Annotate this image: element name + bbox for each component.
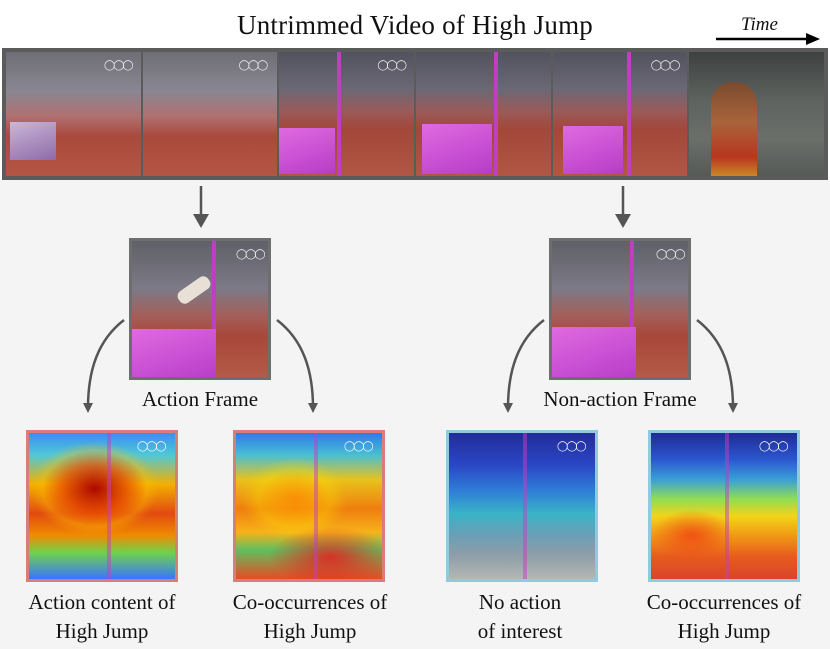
video-filmstrip: ◯◯◯ ◯◯◯ ◯◯◯ ◯◯◯ (2, 48, 828, 180)
arrow-to-action-content (83, 319, 125, 413)
high-jump-pole (212, 241, 216, 377)
action-frame-image: ◯◯◯ (129, 238, 271, 380)
landing-mat (422, 124, 493, 174)
video-frame-6 (689, 52, 825, 176)
caption-cooccurrence-action: Co-occurrences of High Jump (210, 588, 410, 646)
caption-line-1: No action (478, 590, 562, 614)
high-jump-pole (494, 52, 499, 176)
diagram-title: Untrimmed Video of High Jump (237, 10, 593, 40)
down-arrow-action (193, 186, 209, 228)
olympic-rings-icon: ◯◯◯ (238, 60, 269, 71)
action-frame-label: Action Frame (141, 387, 259, 411)
high-jump-pole (630, 241, 634, 377)
caption-line-2: High Jump (677, 619, 771, 643)
caption-cooccurrence-non-action: Co-occurrences of High Jump (622, 588, 826, 646)
heatmap-cooccurrence-action: ◯◯◯ (233, 430, 385, 582)
landing-mat (562, 126, 623, 174)
heatmap-cooccurrence-non-action: ◯◯◯ (648, 430, 800, 582)
arrow-to-no-action (503, 319, 545, 413)
caption-action-content: Action content of High Jump (2, 588, 202, 646)
arrow-to-cooccur-action (276, 319, 318, 413)
olympic-rings-icon: ◯◯◯ (650, 60, 681, 71)
video-frame-2: ◯◯◯ (142, 52, 278, 176)
caption-line-1: Action content of (28, 590, 176, 614)
video-frame-3: ◯◯◯ (279, 52, 415, 176)
olympic-rings-icon: ◯◯◯ (137, 441, 167, 452)
heatmap-action-content: ◯◯◯ (26, 430, 178, 582)
olympic-rings-icon: ◯◯◯ (557, 441, 587, 452)
caption-no-action: No action of interest (420, 588, 620, 646)
olympic-rings-icon: ◯◯◯ (656, 249, 686, 260)
video-frame-5: ◯◯◯ (552, 52, 688, 176)
video-frame-4 (416, 52, 551, 176)
caption-line-2: of interest (477, 619, 563, 643)
caption-line-2: High Jump (55, 619, 149, 643)
high-jump-pole (626, 52, 631, 176)
landing-mat (132, 329, 216, 377)
heatmap-no-action: ◯◯◯ (446, 430, 598, 582)
olympic-rings-icon: ◯◯◯ (759, 441, 789, 452)
arrow-to-cooccur-non-action (696, 319, 738, 413)
time-arrow (716, 33, 820, 45)
landing-mat (279, 128, 336, 174)
olympic-rings-icon: ◯◯◯ (236, 249, 266, 260)
olympic-rings-icon: ◯◯◯ (104, 60, 134, 71)
non-action-frame-image: ◯◯◯ (549, 238, 691, 380)
video-frame-1: ◯◯◯ (6, 52, 141, 176)
landing-mat (552, 327, 636, 377)
caption-line-1: Co-occurrences of (646, 590, 802, 614)
time-label: Time (741, 14, 778, 35)
caption-line-1: Co-occurrences of (232, 590, 388, 614)
down-arrow-non-action (615, 186, 631, 228)
athlete-figure (711, 82, 758, 176)
olympic-rings-icon: ◯◯◯ (377, 60, 407, 71)
high-jump-pole (337, 52, 342, 176)
non-action-frame-label: Non-action Frame (543, 387, 697, 411)
caption-line-2: High Jump (263, 619, 357, 643)
olympic-rings-icon: ◯◯◯ (344, 441, 374, 452)
equipment-block (10, 122, 56, 160)
